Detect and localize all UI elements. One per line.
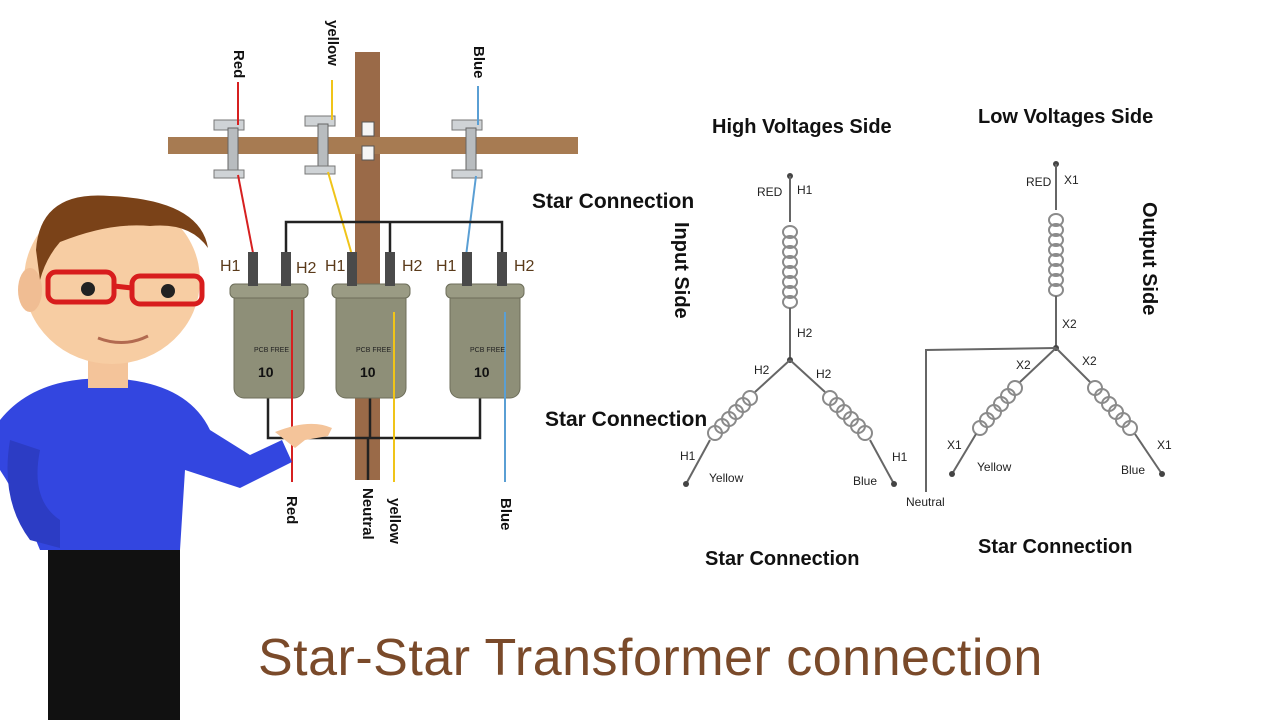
label-red-top: Red <box>230 50 247 79</box>
hv-top-term: H1 <box>797 183 813 197</box>
wire-blue-h1 <box>465 175 477 257</box>
lv-star-schematic <box>925 161 1165 492</box>
hv-left-phase: Yellow <box>709 471 744 485</box>
t3-rating: 10 <box>474 364 490 380</box>
t1-h1-label: H1 <box>220 258 241 275</box>
lv-top-phase: RED <box>1026 175 1052 189</box>
lv-caption: Star Connection <box>978 536 1133 558</box>
lv-right-phase: Blue <box>1121 463 1146 477</box>
h2-star-bus <box>284 220 504 258</box>
hv-right-end: H1 <box>892 450 908 464</box>
hv-right-center: H2 <box>816 367 832 381</box>
hv-right-phase: Blue <box>853 474 878 488</box>
lv-title: Low Voltages Side <box>978 106 1154 128</box>
hv-left-end: H1 <box>680 449 696 463</box>
lv-right-center: X2 <box>1082 354 1097 368</box>
label-blue-top: Blue <box>470 46 487 79</box>
lv-neutral-line <box>925 347 1057 492</box>
lv-center-term: X2 <box>1062 317 1077 331</box>
label-red-bottom: Red <box>283 496 300 525</box>
t3-h2-label: H2 <box>514 258 535 275</box>
hv-title: High Voltages Side <box>712 116 892 138</box>
fuse-cutout-yellow <box>304 115 336 175</box>
t2-h2-label: H2 <box>402 258 423 275</box>
star-connection-label-2: Star Connection <box>545 408 708 431</box>
hv-star-schematic <box>683 173 897 487</box>
hv-center-term: H2 <box>797 326 813 340</box>
transformer-2 <box>331 252 411 399</box>
wire-yellow-h1 <box>327 171 353 256</box>
t1-rating: 10 <box>258 364 274 380</box>
lv-left-end: X1 <box>947 438 962 452</box>
lv-left-phase: Yellow <box>977 460 1012 474</box>
input-side-label: Input Side <box>670 222 692 319</box>
label-yellow-bottom: yellow <box>386 498 403 544</box>
lv-neutral-label: Neutral <box>906 495 945 509</box>
t2-rating: 10 <box>360 364 376 380</box>
hv-caption: Star Connection <box>705 548 860 570</box>
t2-tag: PCB FREE <box>356 347 392 354</box>
presenter-figure <box>0 195 332 720</box>
hv-left-center: H2 <box>754 363 770 377</box>
fuse-cutout-blue <box>451 119 483 179</box>
t2-h1-label: H1 <box>325 258 346 275</box>
fuse-cutout-red <box>213 119 245 179</box>
t1-tag: PCB FREE <box>254 347 290 354</box>
label-blue-bottom: Blue <box>497 498 514 531</box>
transformer-3 <box>445 252 525 399</box>
output-side-label: Output Side <box>1138 202 1160 316</box>
hv-top-phase: RED <box>757 185 783 199</box>
t1-h2-label: H2 <box>296 260 317 277</box>
lv-top-term: X1 <box>1064 173 1079 187</box>
lv-right-end: X1 <box>1157 438 1172 452</box>
t3-tag: PCB FREE <box>470 347 506 354</box>
lv-left-center: X2 <box>1016 358 1031 372</box>
utility-pole <box>355 52 380 480</box>
label-yellow-top: yellow <box>324 20 341 66</box>
main-caption: Star-Star Transformer connection <box>258 629 1043 687</box>
star-connection-label-1: Star Connection <box>532 190 695 213</box>
wire-red-h1 <box>237 174 255 259</box>
t3-h1-label: H1 <box>436 258 457 275</box>
label-neutral-bottom: Neutral <box>359 488 376 540</box>
transformer-1 <box>229 252 309 399</box>
